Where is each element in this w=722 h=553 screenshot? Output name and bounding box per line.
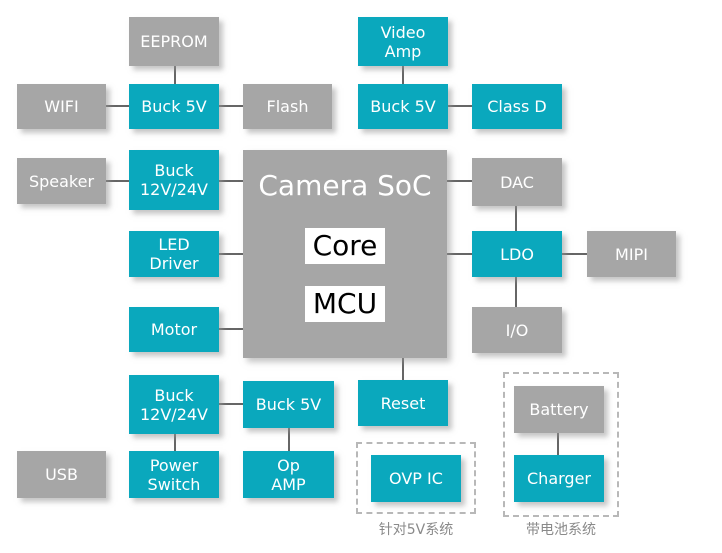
video-amp-block: Video Amp [358,17,448,66]
buck-5v-block-bottom: Buck 5V [243,381,334,428]
flash-block: Flash [243,84,332,129]
power-switch-block: Power Switch [129,451,219,498]
ovp-group-outline [356,442,476,514]
speaker-block: Speaker [17,158,106,204]
charger-block: Charger [514,455,604,502]
ldo-block: LDO [472,231,562,277]
camera-soc-block: Camera SoC Core MCU [243,150,447,358]
buck-12v-24v-block-top: Buck 12V/24V [129,150,219,210]
led-driver-block: LED Driver [129,231,219,277]
ovp-ic-block: OVP IC [371,455,461,502]
class-d-block: Class D [472,84,562,129]
core-label: Core [305,228,385,264]
buck-12v-24v-block-bottom: Buck 12V/24V [129,375,219,434]
soc-title: Camera SoC [258,169,432,202]
wifi-block: WIFI [17,84,106,129]
io-block: I/O [472,307,562,353]
usb-block: USB [17,451,106,498]
op-amp-block: Op AMP [243,451,334,498]
reset-block: Reset [358,380,448,426]
dac-block: DAC [472,158,562,206]
buck-5v-block-right: Buck 5V [358,84,448,129]
battery-group-caption: 带电池系统 [526,522,596,538]
eeprom-block: EEPROM [129,17,219,66]
motor-block: Motor [129,307,219,352]
mipi-block: MIPI [587,231,676,277]
battery-group-outline [503,372,619,517]
mcu-label: MCU [305,286,385,322]
ovp-group-caption: 针对5V系统 [378,522,454,538]
battery-block: Battery [514,386,604,433]
buck-5v-block-left: Buck 5V [129,84,219,129]
